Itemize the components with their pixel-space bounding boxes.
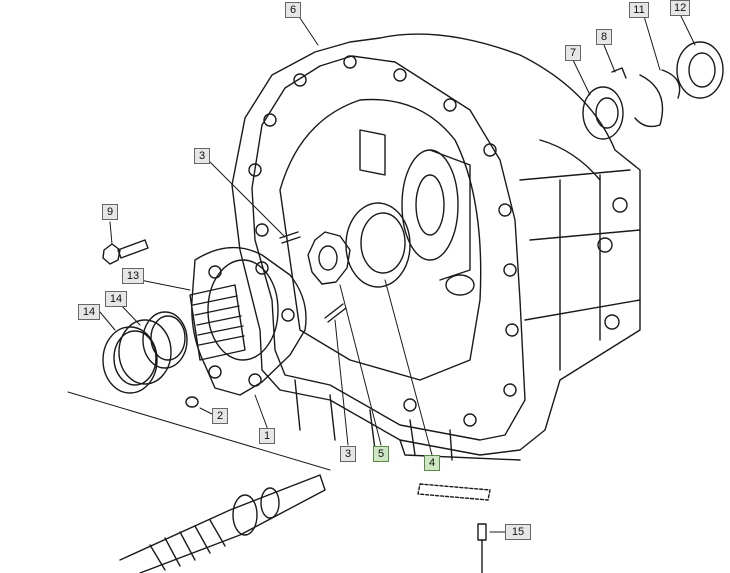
bearing-part-7 bbox=[582, 86, 624, 140]
circlip-part-11 bbox=[634, 69, 681, 128]
ring-part-4 bbox=[345, 202, 411, 288]
callout-3-top: 3 bbox=[194, 148, 210, 164]
callout-14-b: 14 bbox=[78, 304, 100, 320]
callout-12: 12 bbox=[670, 0, 690, 16]
plug-part-2 bbox=[185, 396, 199, 408]
callout-1: 1 bbox=[259, 428, 275, 444]
housing-part-6 bbox=[231, 33, 641, 461]
callout-7: 7 bbox=[565, 45, 581, 61]
seal-rings-part-14 bbox=[102, 311, 188, 394]
callout-3-bottom: 3 bbox=[340, 446, 356, 462]
sensor-part-15 bbox=[477, 523, 487, 573]
callout-4: 4 bbox=[424, 455, 440, 471]
shaft bbox=[119, 474, 326, 573]
callout-8: 8 bbox=[596, 29, 612, 45]
callout-5: 5 bbox=[373, 446, 389, 462]
seal-part-12 bbox=[676, 41, 724, 99]
bolt-part-9 bbox=[102, 239, 149, 265]
callout-6: 6 bbox=[285, 2, 301, 18]
callout-9: 9 bbox=[102, 204, 118, 220]
callout-11: 11 bbox=[629, 2, 649, 18]
callout-14-a: 14 bbox=[105, 291, 127, 307]
callout-13: 13 bbox=[122, 268, 144, 284]
gasket-part bbox=[417, 483, 491, 501]
pin-part-3 bbox=[279, 231, 347, 323]
callout-2: 2 bbox=[212, 408, 228, 424]
clip-part-8 bbox=[611, 67, 627, 79]
callout-15: 15 bbox=[505, 524, 531, 540]
leader-lines bbox=[67, 13, 696, 533]
spline-disk-part-5 bbox=[307, 231, 351, 285]
cover-part-1 bbox=[189, 246, 307, 396]
